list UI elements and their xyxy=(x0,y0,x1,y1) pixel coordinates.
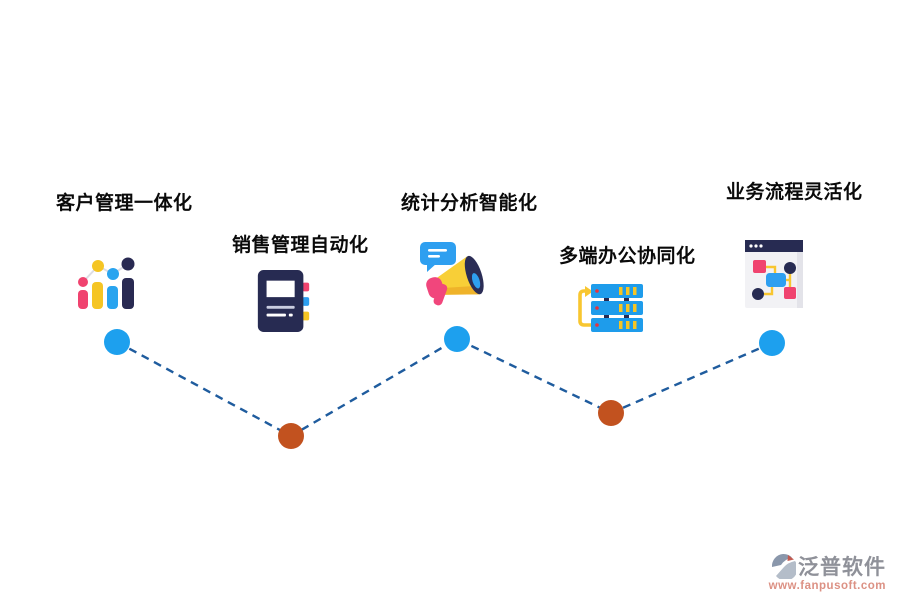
megaphone-icon xyxy=(418,240,494,308)
feature-label: 多端办公协同化 xyxy=(559,246,696,267)
zigzag-dashed-line xyxy=(116,337,773,438)
connector-node xyxy=(759,330,785,356)
feature-label: 业务流程灵活化 xyxy=(726,182,863,203)
watermark: 泛普软件 www.fanpusoft.com xyxy=(754,553,886,592)
feature-label: 销售管理自动化 xyxy=(232,235,369,256)
connector-node xyxy=(104,329,130,355)
fanpu-logo-icon xyxy=(771,553,798,581)
feature-label: 统计分析智能化 xyxy=(401,193,538,214)
notebook-icon xyxy=(257,270,311,332)
connector-node xyxy=(598,400,624,426)
connector-node xyxy=(444,326,470,352)
connector-node xyxy=(278,423,304,449)
feature-label: 客户管理一体化 xyxy=(56,193,193,214)
flowchart-window-icon xyxy=(745,240,803,308)
bar-chart-icon xyxy=(76,251,140,309)
watermark-url: www.fanpusoft.com xyxy=(768,580,886,592)
server-stack-icon xyxy=(575,280,643,336)
watermark-brand: 泛普软件 xyxy=(798,555,886,579)
